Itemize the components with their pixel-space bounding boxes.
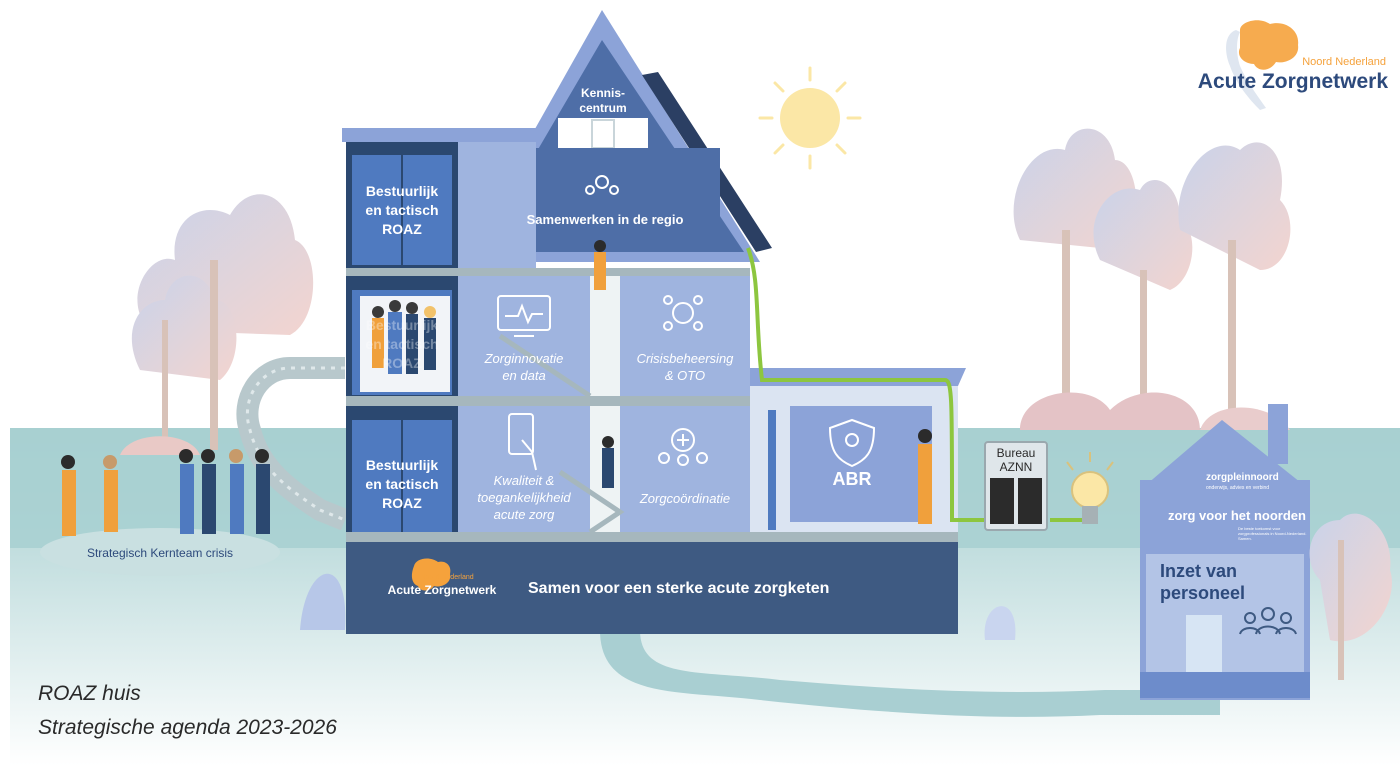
room-roaz-bottom: Bestuurlijk en tactisch ROAZ: [365, 457, 439, 511]
spiral-stairs: [236, 357, 350, 531]
cable: [746, 247, 990, 522]
small-house-logo1-sub: onderwijs, advies en verbind: [1206, 485, 1270, 491]
small-house: [1140, 404, 1392, 700]
team-network-icon: [663, 295, 703, 331]
crowd-icon: [585, 175, 619, 195]
logo-name: Acute Zorgnetwerk: [1197, 70, 1388, 93]
foundation-logo-name: Acute Zorgnetwerk: [387, 583, 497, 597]
room-icons: [497, 175, 1297, 635]
foundation-logo-map: [411, 558, 451, 591]
climbing-people: [594, 240, 932, 524]
people-icon: [1239, 607, 1297, 635]
netherlands-map-logo: [1238, 20, 1299, 70]
annex-roof: [750, 368, 966, 386]
small-house-logo1: zorgpleinnoord: [1206, 472, 1279, 483]
room-roaz-middle: Bestuurlijk en tactisch ROAZ: [365, 317, 439, 371]
interior-stairs: [498, 333, 625, 535]
road: [600, 630, 1220, 717]
right-trees: [1013, 128, 1291, 430]
caption-line2: Strategische agenda 2023-2026: [38, 716, 337, 739]
room-abr: ABR: [832, 469, 872, 489]
foundation-slogan: Samen voor een sterke acute zorgketen: [528, 580, 830, 597]
foundation: [346, 542, 958, 634]
bureau-label: Bureau AZNN: [996, 446, 1036, 474]
small-house-title: Inzet van personeel: [1160, 561, 1246, 603]
room-roaz-top: Bestuurlijk en tactisch ROAZ: [365, 183, 439, 237]
team-label: Strategisch Kernteam crisis: [86, 546, 234, 560]
room-kenniscentrum: Kennis- centrum: [579, 86, 627, 115]
shield-icon: [828, 418, 876, 468]
caption-line1: ROAZ huis: [38, 682, 141, 705]
small-house-logo2-sub: De beste toekomst voor zorgprofessionals…: [1238, 526, 1307, 541]
logo-region: Noord Nederland: [1302, 56, 1386, 68]
bush-left: [300, 573, 346, 630]
sun-icon: [758, 66, 862, 170]
left-trees: [120, 194, 314, 455]
team-ground: [40, 528, 280, 576]
medical-group-icon: [658, 428, 708, 466]
room-kwaliteit: Kwaliteit & toegankelijkheid acute zorg: [477, 473, 571, 522]
team-people: [61, 449, 270, 536]
light-bulb-icon: [1066, 452, 1114, 524]
foundation-logo-region: Noord Nederland: [420, 574, 474, 581]
people-in-elevator: [360, 296, 450, 392]
room-zorginnovatie: Zorginnovatie en data: [484, 351, 564, 383]
phone-touch-icon: [508, 413, 537, 471]
room-samenwerken: Samenwerken in de regio: [526, 212, 684, 227]
bush-right: [984, 606, 1016, 640]
bureau-cabinet: [984, 441, 1048, 531]
monitor-icon: [497, 295, 551, 337]
room-crisisbeheersing: Crisisbeheersing & OTO: [636, 351, 734, 383]
room-zorgcoordinatie: Zorgcoördinatie: [639, 491, 731, 506]
small-house-logo2: zorg voor het noorden: [1168, 508, 1306, 523]
left-tower: [342, 128, 536, 142]
